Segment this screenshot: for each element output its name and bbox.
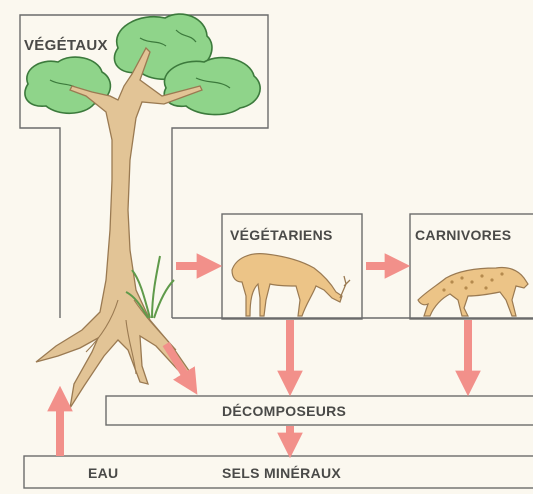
arrow-vegetaux-to-decomposeurs bbox=[166, 344, 192, 386]
foliage-right bbox=[164, 58, 260, 115]
label-vegetaux: VÉGÉTAUX bbox=[24, 37, 108, 54]
label-sels-mineraux: SELS MINÉRAUX bbox=[222, 465, 341, 481]
cheetah-illustration bbox=[418, 267, 528, 316]
label-vegetariens: VÉGÉTARIENS bbox=[230, 227, 333, 243]
label-carnivores: CARNIVORES bbox=[415, 227, 511, 243]
deer-illustration bbox=[232, 254, 350, 316]
label-eau: EAU bbox=[88, 465, 118, 481]
label-decomposeurs: DÉCOMPOSEURS bbox=[222, 403, 346, 419]
